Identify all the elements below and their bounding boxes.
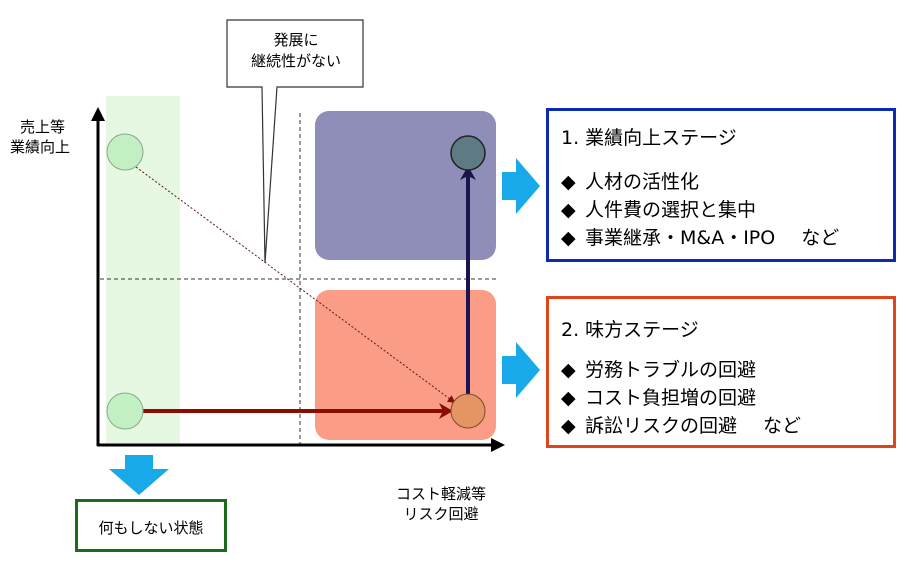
diagonal-path-arrow: [135, 166, 456, 404]
stage2-item-1: ◆ 労務トラブルの回避: [561, 355, 756, 382]
callout-box: [226, 19, 364, 264]
stage2-item-1-text: 労務トラブルの回避: [585, 359, 757, 381]
diamond-bullet-icon: ◆: [561, 227, 576, 249]
defense-circle: [450, 393, 486, 429]
block-arrow-down: [109, 455, 169, 495]
x-axis-label: コスト軽減等 リスク回避: [386, 484, 496, 524]
stage1-title: 1. 業績向上ステージ: [561, 127, 737, 149]
stage1-item-3-text: 事業継承・M&A・IPO: [585, 227, 776, 249]
idle-state-box: 何もしない状態: [75, 499, 227, 552]
stage1-item-1-text: 人材の活性化: [585, 171, 700, 193]
growth-zone: [315, 111, 496, 260]
idle-state-label: 何もしない状態: [98, 519, 204, 537]
diamond-bullet-icon: ◆: [561, 415, 576, 437]
y-axis-label: 売上等 業績向上: [10, 117, 70, 157]
start-circle-top: [106, 133, 144, 171]
stage1-item-3-note: など: [801, 227, 840, 249]
start-circle-bottom: [106, 392, 144, 430]
y-axis-label-line-2: 業績向上: [10, 138, 71, 156]
growth-circle: [450, 135, 486, 171]
stage2-box: 2. 味方ステージ ◆ 労務トラブルの回避 ◆ コスト負担増の回避 ◆ 訴訟リスクの回…: [546, 296, 896, 448]
stage2-item-3-note: など: [763, 415, 802, 437]
stage2-item-3-text: 訴訟リスクの回避: [585, 415, 738, 437]
callout-line-2: 継続性がない: [250, 52, 341, 70]
x-axis-label-line-2: リスク回避: [403, 505, 479, 523]
stage2-title: 2. 味方ステージ: [561, 319, 699, 341]
block-arrow-right-2: [502, 342, 540, 398]
block-arrow-right-1: [502, 158, 540, 214]
callout-text: 発展に 継続性がない: [242, 30, 350, 72]
stage1-item-2-text: 人件費の選択と集中: [585, 199, 757, 221]
y-axis-label-line-1: 売上等: [20, 118, 66, 136]
diamond-bullet-icon: ◆: [561, 171, 576, 193]
stage2-item-2-text: コスト負担増の回避: [585, 387, 757, 409]
diamond-bullet-icon: ◆: [561, 387, 576, 409]
callout-line-1: 発展に: [273, 31, 319, 49]
stage1-item-2: ◆ 人件費の選択と集中: [561, 195, 756, 222]
x-axis-label-line-1: コスト軽減等: [395, 485, 486, 503]
diamond-bullet-icon: ◆: [561, 359, 576, 381]
diamond-bullet-icon: ◆: [561, 199, 576, 221]
stage2-item-3: ◆ 訴訟リスクの回避 など: [561, 411, 801, 438]
stage1-item-1: ◆ 人材の活性化: [561, 167, 699, 194]
stage1-item-3: ◆ 事業継承・M&A・IPO など: [561, 223, 839, 250]
stage1-box: 1. 業績向上ステージ ◆ 人材の活性化 ◆ 人件費の選択と集中 ◆ 事業継承・M&A…: [546, 108, 896, 262]
stage2-item-2: ◆ コスト負担増の回避: [561, 383, 756, 410]
